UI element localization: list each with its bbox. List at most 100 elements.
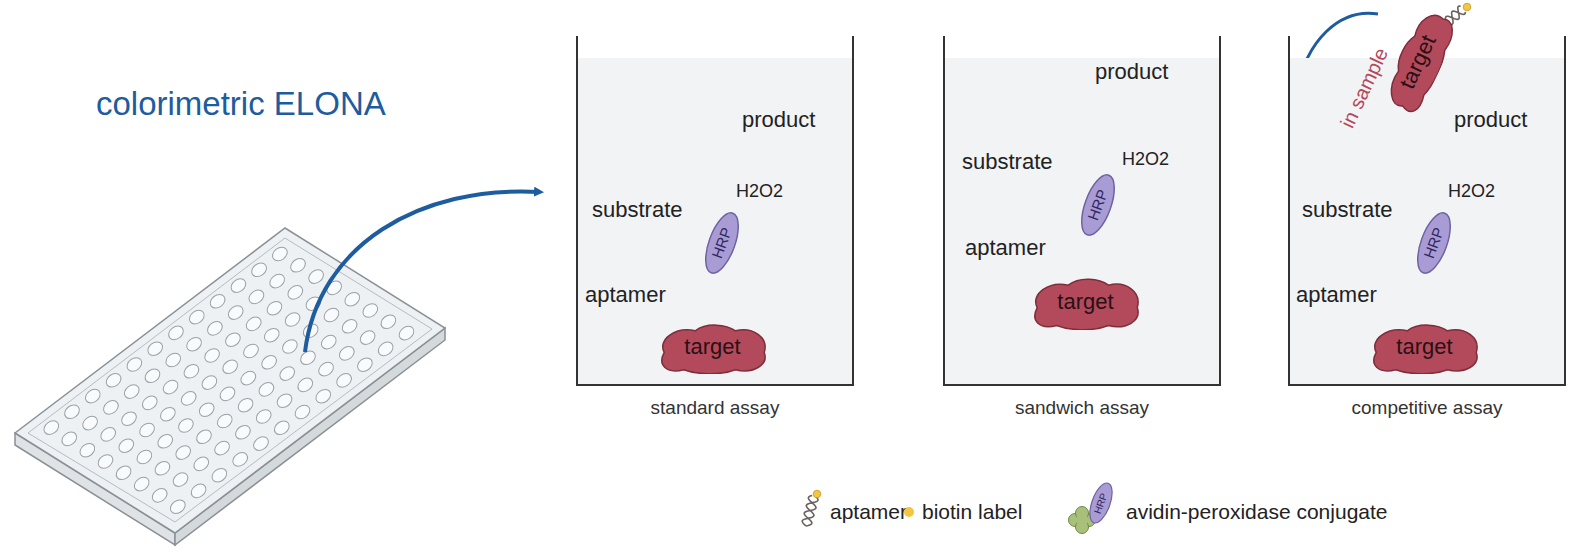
plate-well: [209, 466, 229, 485]
plate-well: [168, 497, 188, 516]
node-label: target: [684, 335, 740, 359]
plate-well: [104, 371, 124, 390]
outline: [1075, 171, 1121, 239]
plate-well: [319, 332, 339, 351]
well-wall: [944, 36, 1220, 385]
plate-well: [143, 366, 163, 385]
title: colorimetric ELONA: [96, 86, 386, 122]
biotin-dot: [1463, 3, 1471, 11]
part-label: substrate: [1302, 198, 1393, 222]
liquid: [1289, 58, 1565, 385]
plate-well: [285, 283, 305, 302]
plate-well: [316, 359, 336, 378]
legend-text: avidin-peroxidase conjugate: [1126, 500, 1388, 523]
plate-well: [158, 405, 178, 424]
plate-well: [288, 256, 308, 275]
plate-well: [145, 339, 165, 358]
plate-well: [233, 423, 253, 442]
plate-well: [228, 276, 248, 295]
outline: [662, 325, 765, 374]
part-label: aptamer: [585, 283, 666, 307]
plate-well: [249, 260, 269, 279]
plate-well: [176, 416, 196, 435]
plate-well: [124, 355, 144, 374]
legend-text: aptamer: [830, 500, 907, 523]
avidin-shape: [1076, 514, 1088, 526]
part-label: product: [1454, 108, 1527, 132]
plate-well: [152, 459, 172, 478]
plate-well: [155, 432, 175, 451]
part-label: H2O2: [1448, 182, 1495, 202]
plate-well: [80, 413, 100, 432]
plate-well: [218, 384, 238, 403]
plate-well: [256, 380, 276, 399]
plate-well: [342, 290, 362, 309]
plate-well: [397, 323, 417, 342]
plate-well: [41, 418, 61, 437]
plate-well: [140, 393, 160, 412]
plate-well: [355, 355, 375, 374]
outline: [1411, 209, 1457, 277]
plate-well: [199, 373, 219, 392]
caption: sandwich assay: [943, 398, 1221, 419]
plate-well: [181, 362, 201, 381]
plate-well: [334, 371, 354, 390]
plate-well: [191, 454, 211, 473]
plate-well: [283, 310, 303, 329]
plate-well: [267, 271, 287, 290]
plate-well: [295, 375, 315, 394]
plate-well: [197, 400, 217, 419]
outline: [699, 209, 745, 277]
part-label: H2O2: [1122, 150, 1169, 170]
outline: [1381, 9, 1460, 116]
part-label: H2O2: [736, 182, 783, 202]
plate-well: [98, 425, 118, 444]
part-label: product: [1095, 60, 1168, 84]
plate-well: [360, 301, 380, 320]
plate-well: [313, 387, 333, 406]
plate-well: [246, 287, 266, 306]
target-molecule: target: [655, 320, 770, 374]
plate-well: [132, 474, 152, 493]
plate-well: [194, 427, 214, 446]
plate-well: [378, 312, 398, 331]
plate-well: [337, 344, 357, 363]
plate-well: [83, 386, 103, 405]
well-wall: [577, 36, 853, 385]
plate-well: [96, 452, 116, 471]
plate-well: [212, 438, 232, 457]
legend-swatch: [904, 507, 914, 517]
plate-well: [241, 341, 261, 360]
node-label: target: [1396, 335, 1452, 359]
plate-well: [306, 267, 326, 286]
plate-well: [251, 434, 271, 453]
plate-well: [208, 292, 228, 311]
plate-well: [179, 389, 199, 408]
plate-well: [189, 481, 209, 500]
liquid: [577, 58, 853, 385]
plate-well: [272, 418, 292, 437]
plate-well: [101, 398, 121, 417]
plate-well: [254, 407, 274, 426]
liquid: [944, 58, 1220, 385]
flow-arrow: [305, 191, 540, 352]
plate-well: [265, 299, 285, 318]
plate-well: [166, 323, 186, 342]
part-label: aptamer: [1296, 283, 1377, 307]
plate-well: [340, 317, 360, 336]
plate-well: [161, 377, 181, 396]
plate-well: [163, 350, 183, 369]
caption: standard assay: [576, 398, 854, 419]
plate-well: [230, 450, 250, 469]
plate-well: [59, 429, 79, 448]
plate-well: [270, 244, 290, 263]
plate-well: [293, 402, 313, 421]
target-molecule: target: [1028, 274, 1143, 330]
plate-well: [236, 396, 256, 415]
plate-well: [223, 330, 243, 349]
node-outline: [943, 36, 1221, 386]
plate-well: [171, 470, 191, 489]
caption: competitive assay: [1288, 398, 1566, 419]
plate-well: [226, 303, 246, 322]
